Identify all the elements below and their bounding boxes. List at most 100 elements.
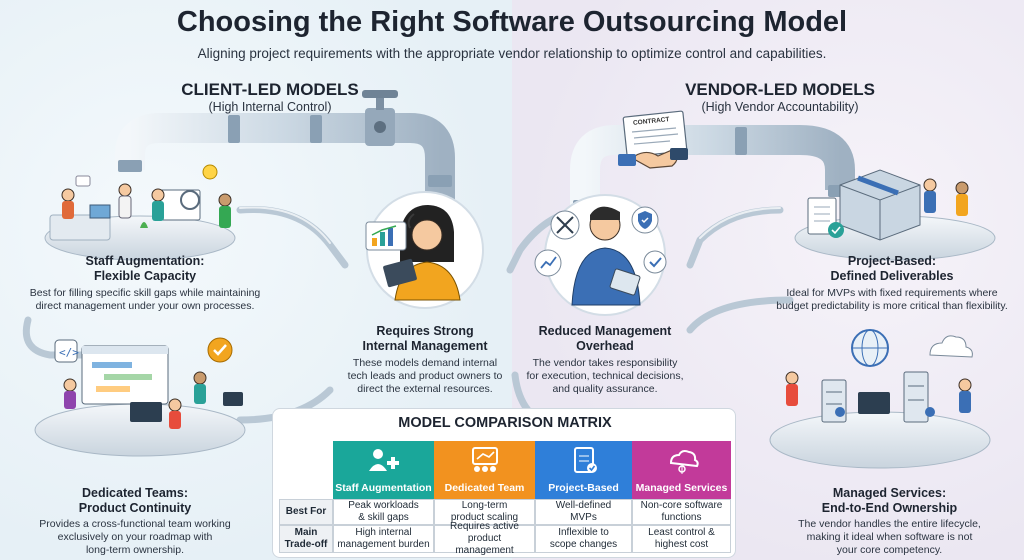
project-based-desc-2: budget predictability is more critical t… (776, 300, 1008, 312)
project-based-scene (794, 169, 996, 261)
dedicated-team-icon (471, 447, 498, 472)
reduced-mgmt-desc-3: and quality assurance. (552, 383, 658, 395)
cell-line: Long-term (461, 500, 508, 511)
internal-mgmt-desc-3: direct the external resources. (357, 383, 493, 395)
matrix-title: MODEL COMPARISON MATRIX (398, 415, 612, 431)
cell-line: MVPs (570, 512, 597, 523)
cell-line: management burden (337, 539, 430, 550)
managed-title-2: End-to-End Ownership (821, 501, 958, 515)
col-header-managed: Managed Services (632, 441, 731, 499)
cell-managed-trade-off: Least control &highest cost (632, 525, 731, 553)
dedicated-desc-1: Provides a cross-functional team working (39, 518, 231, 530)
cell-staff-best-for: Peak workloads& skill gaps (333, 499, 434, 525)
bar-chart-icon (365, 221, 407, 251)
shield-check-icon (631, 206, 659, 234)
staff-aug-icon (368, 449, 399, 471)
cell-line: High internal (355, 527, 412, 538)
cell-line: Least control & (648, 527, 715, 538)
cell-line: scope changes (549, 539, 618, 550)
managed-title-1: Managed Services: (832, 486, 947, 500)
gear-icon (550, 210, 580, 240)
manager-woman-scene (366, 191, 484, 309)
internal-mgmt-block: Requires Strong Internal Management Thes… (330, 324, 520, 396)
svg-text:</>: </> (59, 346, 79, 359)
reduced-mgmt-block: Reduced Management Overhead The vendor t… (505, 324, 705, 396)
row-label-trade-off-line-1: Main (294, 527, 318, 538)
col-header-project: Project-Based (535, 441, 632, 499)
dedicated-desc-2: exclusively on your roadmap with (57, 531, 213, 543)
project-based-title-1: Project-Based: (847, 254, 937, 268)
dedicated-team-scene: </> (34, 337, 246, 457)
staff-aug-title-2: Flexible Capacity (93, 269, 197, 283)
cell-line: product scaling (450, 512, 519, 523)
internal-mgmt-title-2: Internal Management (362, 339, 488, 353)
internal-mgmt-desc-1: These models demand internal (352, 357, 498, 369)
cell-line: product management (455, 533, 514, 556)
internal-mgmt-title-1: Requires Strong (376, 324, 474, 338)
handshake-icon (618, 148, 688, 169)
row-label-best-for: Best For (279, 499, 333, 525)
package-icon (839, 169, 921, 241)
managed-block: Managed Services: End-to-End Ownership T… (755, 486, 1024, 557)
pipe-icon (115, 90, 455, 200)
check-circle-icon (643, 250, 667, 274)
managed-desc-3: your core competency. (836, 544, 943, 556)
col-header-dedicated-label: Dedicated Team (444, 482, 525, 494)
reduced-mgmt-title-2: Overhead (576, 339, 634, 353)
dedicated-title-2: Product Continuity (78, 501, 192, 515)
project-based-block: Project-Based: Defined Deliverables Idea… (760, 254, 1024, 313)
cell-line: highest cost (654, 539, 709, 550)
page-title: Choosing the Right Software Outsourcing … (176, 6, 848, 38)
col-header-dedicated: Dedicated Team (434, 441, 535, 499)
cloud-gear-icon (669, 450, 699, 474)
page-subtitle: Aligning project requirements with the a… (197, 46, 827, 61)
globe-icon (851, 329, 889, 367)
cell-line: Non-core software (640, 500, 723, 511)
reduced-mgmt-title-1: Reduced Management (538, 324, 672, 338)
clipboard-check-icon (573, 447, 597, 473)
row-label-trade-off-line-2: Trade-off (284, 539, 328, 550)
chart-icon-right (534, 249, 562, 277)
cloud-icon (929, 335, 973, 358)
cell-line: Peak workloads (348, 500, 419, 511)
managed-desc-2: making it ideal when software is not (806, 531, 973, 543)
staff-aug-block: Staff Augmentation: Flexible Capacity Be… (0, 254, 290, 313)
cell-line: Inflexible to (558, 527, 609, 538)
col-header-staff-aug: Staff Augmentation (333, 441, 434, 499)
dedicated-block: Dedicated Teams: Product Continuity Prov… (0, 486, 270, 557)
dedicated-title-1: Dedicated Teams: (81, 486, 189, 500)
col-header-managed-label: Managed Services (635, 482, 728, 494)
staff-aug-scene (44, 164, 236, 261)
vendor-led-subheading: (High Vendor Accountability) (701, 100, 859, 114)
project-based-title-2: Defined Deliverables (830, 269, 954, 283)
cell-line: functions (661, 512, 702, 523)
cell-line: Requires active (450, 521, 519, 532)
cell-line: Well-defined (555, 500, 612, 511)
managed-services-scene (769, 329, 991, 469)
cell-line: & skill gaps (358, 512, 409, 523)
reduced-mgmt-desc-1: The vendor takes responsibility (532, 357, 678, 369)
staff-aug-title-1: Staff Augmentation: (85, 254, 205, 268)
row-label-best-for-text: Best For (285, 506, 327, 517)
comparison-matrix: MODEL COMPARISON MATRIX Staff Augmentati… (272, 408, 736, 558)
client-led-heading: CLIENT-LED MODELS (181, 80, 359, 99)
staff-aug-desc-1: Best for filling specific skill gaps whi… (29, 287, 261, 299)
dedicated-desc-3: long-term ownership. (85, 544, 185, 556)
checklist-icon (807, 197, 844, 238)
project-based-desc-1: Ideal for MVPs with fixed requirements w… (786, 287, 998, 299)
col-header-project-label: Project-Based (548, 482, 619, 494)
managed-desc-1: The vendor handles the entire lifecycle, (798, 518, 981, 530)
staff-aug-desc-2: direct management under your own process… (35, 300, 255, 312)
reduced-mgmt-desc-2: for execution, technical decisions, (526, 370, 684, 382)
vendor-led-heading: VENDOR-LED MODELS (685, 80, 875, 99)
client-led-subheading: (High Internal Control) (208, 100, 332, 114)
internal-mgmt-desc-2: tech leads and product owners to (347, 370, 503, 382)
col-header-staff-aug-label: Staff Augmentation (335, 482, 432, 494)
